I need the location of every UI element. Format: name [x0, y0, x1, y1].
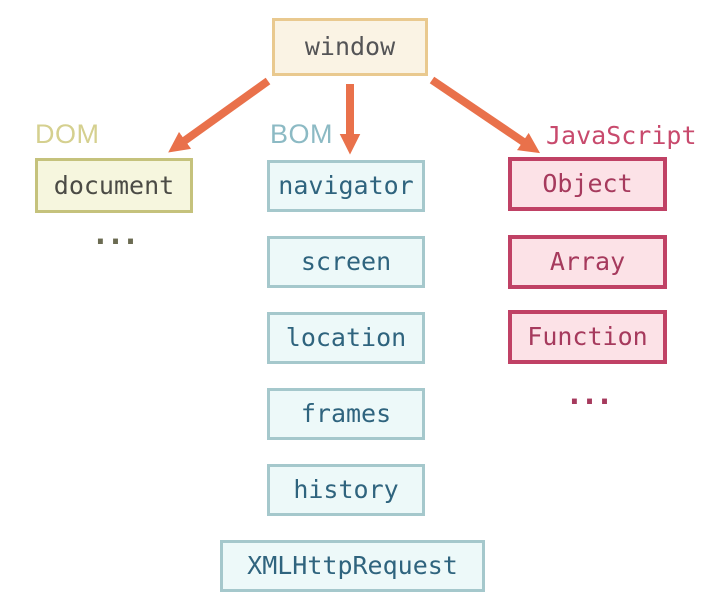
- xmlhttprequest-node: XMLHttpRequest: [220, 540, 485, 592]
- javascript-ellipsis: ...: [565, 377, 613, 412]
- history-node: history: [267, 464, 425, 516]
- object-node: Object: [508, 157, 667, 211]
- screen-node: screen: [267, 236, 425, 288]
- navigator-node: navigator: [267, 160, 425, 212]
- javascript-column-label: JavaScript: [546, 121, 697, 150]
- dom-column-label: DOM: [35, 119, 100, 149]
- location-node: location: [267, 312, 425, 364]
- window-node: window: [272, 18, 428, 76]
- array-node: Array: [508, 235, 667, 289]
- arrow-window-to-javascript: [429, 76, 541, 154]
- function-node: Function: [508, 310, 667, 364]
- bom-column-label: BOM: [270, 119, 334, 149]
- dom-ellipsis: ...: [91, 217, 139, 252]
- frames-node: frames: [267, 388, 425, 440]
- document-node: document: [35, 158, 193, 213]
